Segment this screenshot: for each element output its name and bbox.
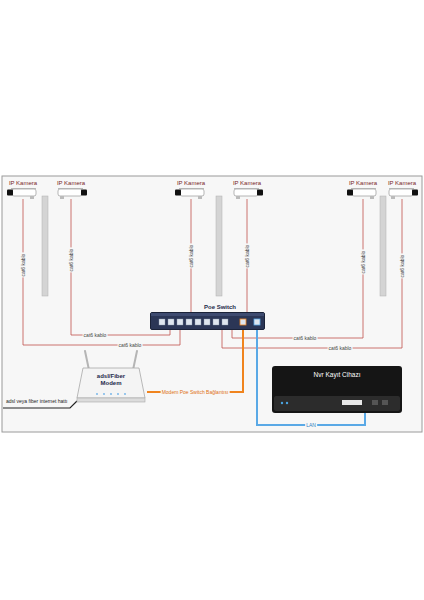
poe-switch: Poe Switch: [150, 312, 265, 330]
pole: [42, 196, 48, 296]
cable-label: cat6 kablo: [68, 248, 74, 273]
cable-connector: [147, 330, 243, 392]
pole: [380, 196, 386, 296]
ip-camera: IP Kamera: [344, 180, 382, 199]
camera-icon: [344, 187, 382, 199]
camera-icon: [172, 187, 210, 199]
nvr-recorder: Nvr Kayıt Cihazı: [272, 366, 402, 413]
camera-icon: [4, 187, 42, 199]
ip-camera: IP Kamera: [52, 180, 90, 199]
camera-label: IP Kamera: [344, 180, 382, 187]
camera-icon: [383, 187, 421, 199]
cable-label: cat6 kablo: [188, 243, 194, 268]
switch-label: Poe Switch: [204, 304, 236, 311]
ip-camera: IP Kamera: [4, 180, 42, 199]
line-note: adsl veya fiber internet hattı: [5, 398, 68, 404]
cable-label: cat6 kablo: [244, 243, 250, 268]
cable-label: cat6 kablo: [118, 342, 143, 348]
ip-camera: IP Kamera: [172, 180, 210, 199]
camera-label: IP Kamera: [4, 180, 42, 187]
camera-label: IP Kamera: [228, 180, 266, 187]
cable-label: LAN: [305, 422, 317, 428]
modem-label: adsl/Fiber Modem: [91, 373, 131, 387]
ip-camera: IP Kamera: [383, 180, 421, 199]
cable-label: cat6 kablo: [83, 332, 108, 338]
cable-label: Modem Poe Switch Bağlantısı: [161, 389, 230, 395]
camera-label: IP Kamera: [172, 180, 210, 187]
pole: [216, 196, 222, 296]
camera-label: IP Kamera: [52, 180, 90, 187]
ip-camera: IP Kamera: [228, 180, 266, 199]
cable-label: cat6 kablo: [360, 249, 366, 274]
camera-icon: [52, 187, 90, 199]
cable-label: cat6 kablo: [293, 335, 318, 341]
cable-label: cat6 kablo: [20, 252, 26, 277]
cable-label: cat6 kablo: [399, 254, 405, 279]
modem: adsl/Fiber Modem: [75, 350, 147, 405]
camera-label: IP Kamera: [383, 180, 421, 187]
cable-label: cat6 kablo: [328, 345, 353, 351]
frame: [2, 176, 422, 432]
camera-icon: [228, 187, 266, 199]
switch-ports: [151, 313, 264, 329]
nvr-label: Nvr Kayıt Cihazı: [314, 371, 361, 379]
